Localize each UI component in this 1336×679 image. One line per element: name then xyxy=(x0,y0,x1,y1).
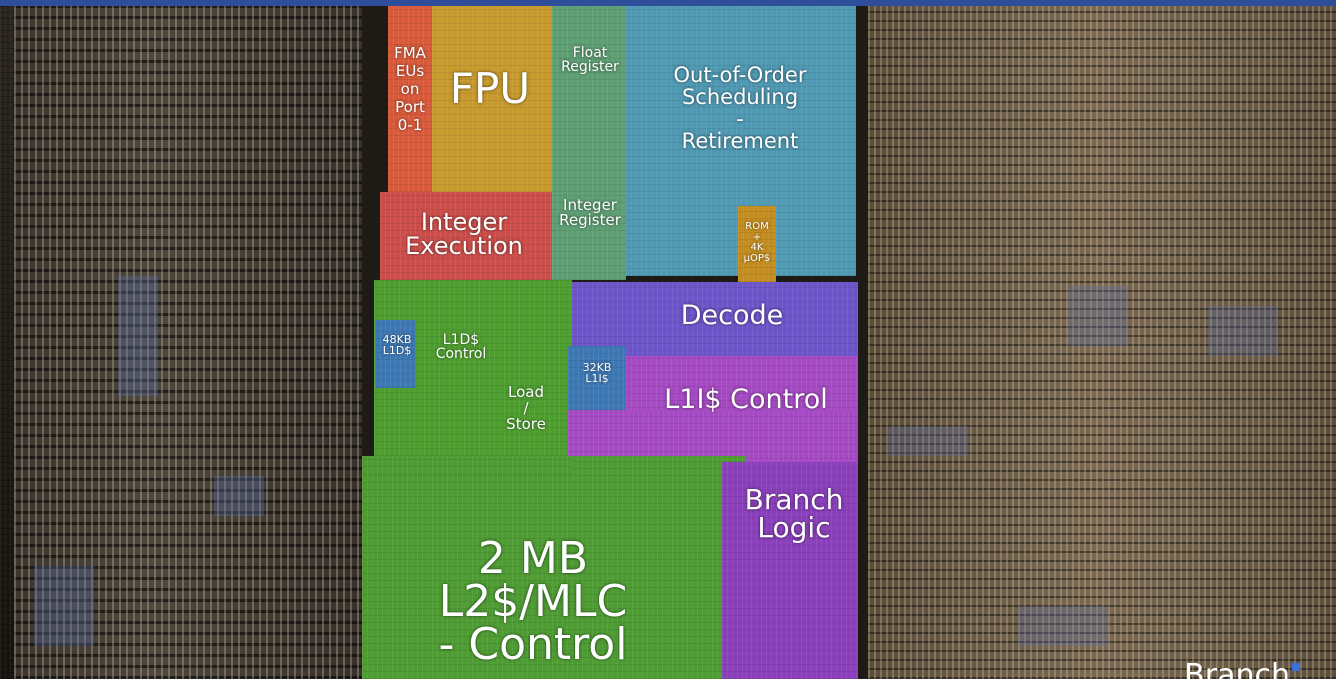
l1i-control-label: L1I$ Control xyxy=(664,384,828,415)
float-register-block xyxy=(552,6,626,192)
rom-label: ROM + 4K µOP$ xyxy=(743,221,771,264)
l1d-size-label: 48KB L1D$ xyxy=(382,333,412,357)
load-store-block xyxy=(374,280,572,456)
integer-execution-block xyxy=(380,192,552,280)
l1d-control-label: L1D$ Control xyxy=(435,332,487,362)
fpu-block xyxy=(432,6,552,192)
branch-logic-label: Branch Logic xyxy=(744,483,844,544)
branch-notch-block xyxy=(746,462,858,679)
load-store-label: Load / Store xyxy=(506,383,546,433)
right-die-area xyxy=(868,6,1336,679)
fma-label: FMA EUs on Port 0-1 xyxy=(394,44,426,134)
top-edge xyxy=(0,0,1336,6)
float-register-label: Float Register xyxy=(561,45,619,75)
ooo-label: Out-of-Order Scheduling - Retirement xyxy=(673,63,807,154)
l1i-size-label: 32KB L1I$ xyxy=(582,361,612,385)
left-die-area xyxy=(14,6,362,679)
ooo-block xyxy=(626,6,856,192)
l1d-block xyxy=(375,320,415,388)
integer-register-label: Integer Register xyxy=(559,196,621,229)
integer-execution-label: Integer Execution xyxy=(405,208,523,260)
core-floorplan xyxy=(362,6,868,679)
l2-block xyxy=(362,456,746,679)
fpu-label: FPU xyxy=(449,64,531,113)
decode-block xyxy=(572,282,858,358)
fma-block xyxy=(388,6,432,192)
integer-register-block xyxy=(552,192,626,280)
rom-block xyxy=(738,206,776,282)
watermark-icon xyxy=(1292,663,1300,671)
l2-upper-block xyxy=(362,456,572,474)
decode-label: Decode xyxy=(680,300,784,331)
l1i-block xyxy=(568,346,626,410)
watermark-text: Branch xyxy=(1184,658,1290,679)
l2-label: 2 MB L2$/MLC - Control xyxy=(438,533,628,671)
